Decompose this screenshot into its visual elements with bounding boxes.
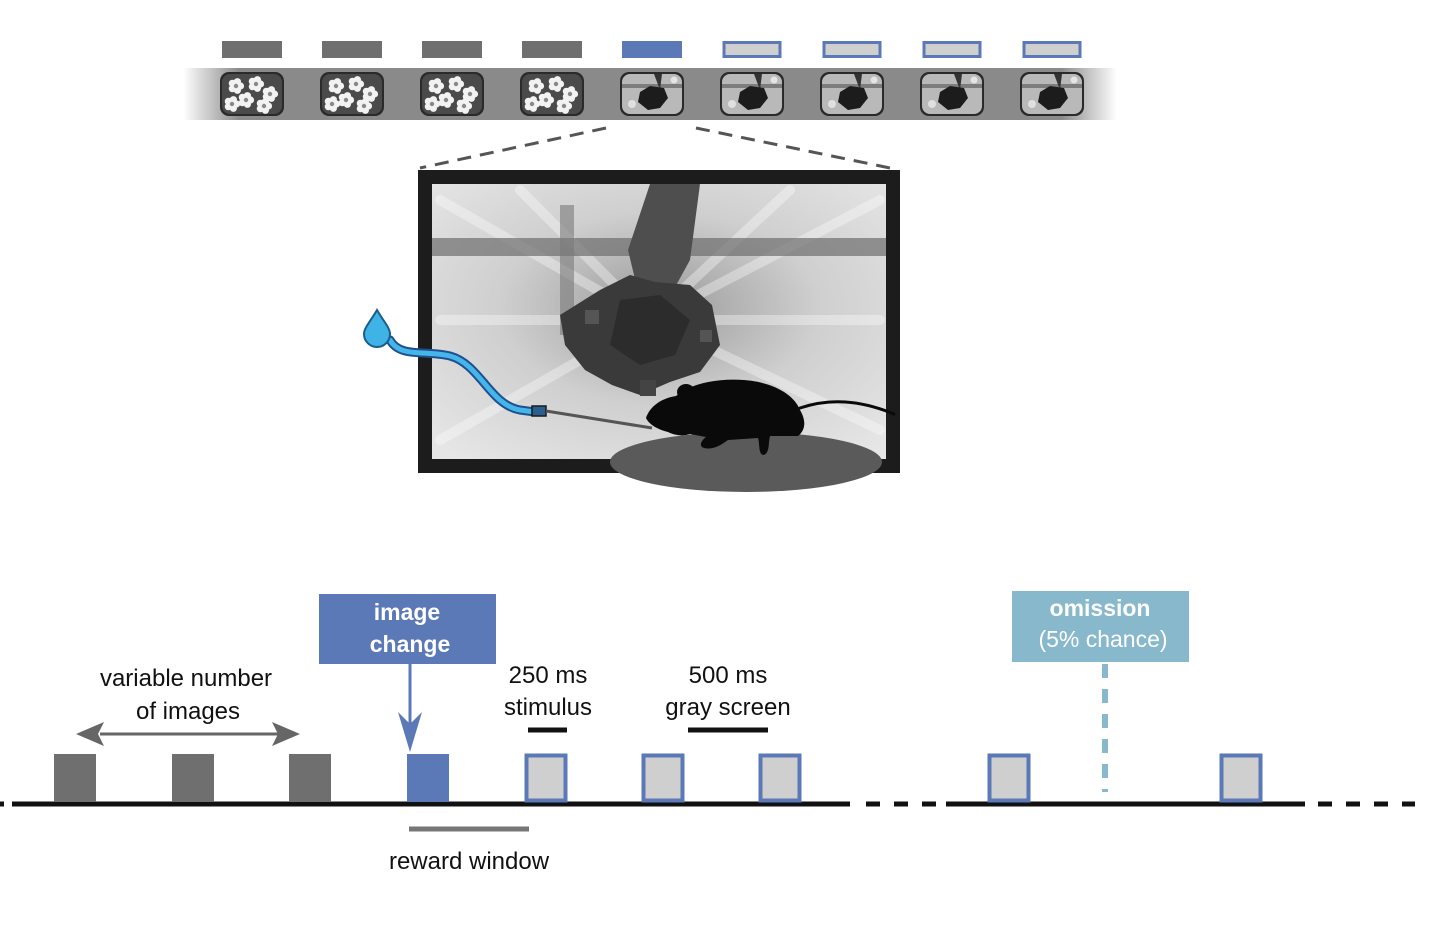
frame-marker-outline: [722, 41, 782, 58]
arrow-down-icon: [398, 712, 422, 752]
timeline-block-outline: [524, 753, 568, 803]
stimulus-duration-label: stimulus: [504, 694, 592, 721]
image-change-label-line1: image: [374, 599, 440, 625]
gray-screen-duration-annotation: 500 ms gray screen: [665, 662, 791, 733]
frame-marker-outline: [1022, 41, 1082, 58]
frame-markers: [222, 41, 1082, 58]
frame-thumbnail-plant: [620, 72, 684, 116]
omission-label-line2: (5% chance): [1038, 626, 1167, 652]
variable-number-annotation: variable number of images: [76, 665, 300, 746]
frame-thumbnail-plant: [1020, 72, 1084, 116]
image-change-annotation: image change: [319, 594, 496, 752]
frame-thumbnail-plant: [720, 72, 784, 116]
omission-box: [1012, 591, 1189, 662]
image-change-label-line2: change: [370, 631, 451, 657]
variable-number-label-line2: of images: [136, 698, 240, 725]
reward-window-annotation: reward window: [389, 826, 550, 875]
frame-thumbnail-plant: [820, 72, 884, 116]
timeline-block-outline: [641, 753, 685, 803]
frame-marker-gray: [422, 41, 482, 58]
water-drop-icon: [362, 308, 392, 348]
frame-marker-gray: [222, 41, 282, 58]
omission-annotation: omission (5% chance): [1012, 591, 1189, 792]
timeline-block-outline: [758, 753, 802, 803]
arrow-right-icon: [272, 722, 300, 746]
frame-thumbnail-flowers: [420, 72, 484, 116]
frame-marker-outline: [922, 41, 982, 58]
running-platform: [610, 432, 882, 492]
spout-tip: [531, 405, 547, 417]
spout-needle: [545, 409, 653, 430]
lick-spout: [362, 308, 653, 430]
filmstrip: [183, 41, 1117, 120]
image-change-box: [319, 594, 496, 664]
frame-thumbnails: [220, 72, 1084, 116]
screen-image-plant: [432, 184, 886, 445]
gray-screen-duration-value: 500 ms: [689, 662, 768, 689]
frame-marker-blue: [622, 41, 682, 58]
timeline-block-outline: [1219, 753, 1263, 803]
monitor: [418, 170, 900, 473]
timeline-blocks: [54, 753, 1263, 803]
omission-label-line1: omission: [1050, 595, 1151, 621]
timeline-block-gray: [172, 754, 214, 802]
timeline: variable number of images image change 2…: [0, 591, 1415, 875]
frame-thumbnail-flowers: [320, 72, 384, 116]
frame-marker-gray: [522, 41, 582, 58]
frame-thumbnail-plant: [920, 72, 984, 116]
stimulus-duration-annotation: 250 ms stimulus: [504, 662, 592, 733]
frame-marker-outline: [822, 41, 882, 58]
zoom-lines: [419, 126, 891, 170]
arrow-left-icon: [76, 722, 104, 746]
timeline-block-blue: [407, 754, 449, 802]
reward-window-label: reward window: [389, 848, 550, 875]
frame-thumbnail-flowers: [220, 72, 284, 116]
variable-number-label-line1: variable number: [100, 665, 272, 692]
mouse-silhouette-icon: [646, 379, 896, 455]
zoom-line-right: [695, 126, 891, 170]
timeline-block-gray: [289, 754, 331, 802]
zoom-line-left: [419, 126, 607, 170]
frame-thumbnail-flowers: [520, 72, 584, 116]
stimulus-duration-value: 250 ms: [509, 662, 588, 689]
frame-marker-gray: [322, 41, 382, 58]
timeline-block-outline: [987, 753, 1031, 803]
timeline-block-gray: [54, 754, 96, 802]
gray-screen-duration-label: gray screen: [665, 694, 790, 721]
